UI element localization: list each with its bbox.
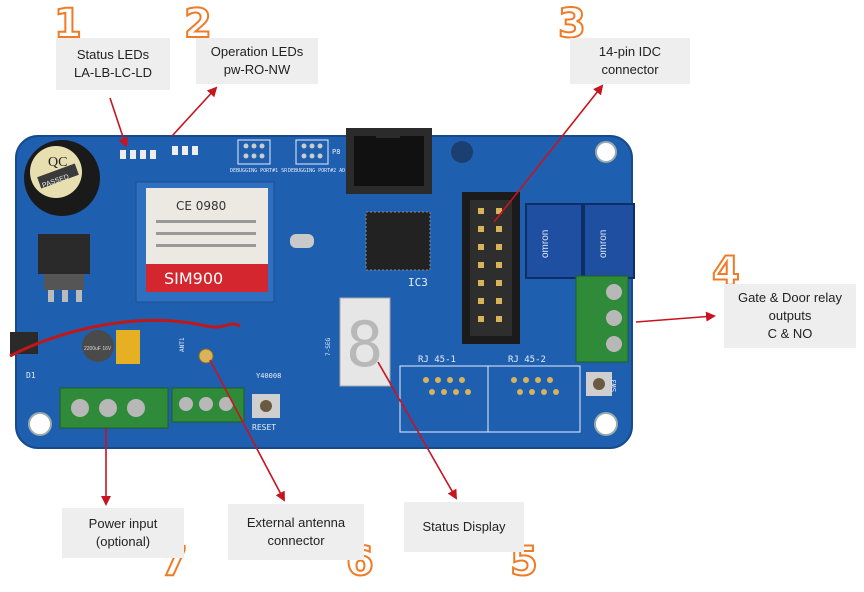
seven-segment-display: 8 7-SEG [325,297,391,387]
arrow-2 [171,86,218,137]
callout-7-line-1: Power input [88,516,158,531]
debug-headers: DEBUGGING PORT#1 SR DEBUGGING PORT#2 AD … [230,139,345,174]
tact-switches: RESET SW3 [252,372,618,432]
cap-label: 2200uF 16V [84,346,112,352]
relay-brand-1: omron [540,230,551,258]
status-leds [120,150,156,159]
display-digit: 8 [346,308,383,381]
reset-label: RESET [252,423,276,432]
display-label: 7-SEG [325,338,332,356]
callout-idc-connector: 14-pin IDC connector [570,38,690,84]
callout-1-line-1: Status LEDs [76,47,150,62]
d1-label: D1 [26,371,36,380]
operation-leds [172,146,198,155]
rj45-2-label: RJ 45-2 [508,355,546,365]
voltage-regulator [38,234,90,302]
crystal-silk: Y40008 [256,372,281,380]
debug-port-2-label: DEBUGGING PORT#2 AD [288,168,345,174]
debug-port-1-label: DEBUGGING PORT#1 SR [230,168,288,174]
callout-2-line-1: Operation LEDs [210,44,304,59]
callout-3-line-1: 14-pin IDC [598,44,662,59]
callout-status-display: Status Display [404,502,524,552]
rj45-1-label: RJ 45-1 [418,355,456,365]
sim900-label: SIM900 [164,269,223,288]
arrow-3 [493,84,604,223]
relays: omron omron [525,203,635,279]
ic3-label: IC3 [408,276,428,289]
callout-relay-outputs: Gate & Door relay outputs C & NO [724,284,856,348]
sw3-label: SW3 [610,379,618,392]
p8-label: P8 [332,148,340,156]
rj45-pads: RJ 45-1 RJ 45-2 [399,355,581,433]
antenna-label: ANT1 [179,337,186,352]
callout-4-line-2: outputs [768,308,812,323]
arrow-6 [209,359,285,502]
microcontroller-ic3: IC3 [365,211,431,289]
arrow-1 [109,97,129,148]
qc-sticker-label: QC [48,155,67,170]
capacitors: 2200uF 16V [82,330,140,364]
arrow-5 [377,361,457,500]
callout-7-line-2: (optional) [95,534,151,549]
callout-power-input: Power input (optional) [62,508,184,558]
relay-terminal-block [575,275,629,363]
antenna-cable [9,318,241,358]
callout-arrows [101,84,716,506]
callout-operation-leds: Operation LEDs pw-RO-NW [196,38,318,84]
callout-4-line-1: Gate & Door relay [737,290,843,305]
callout-status-leds: Status LEDs LA-LB-LC-LD [56,38,170,90]
relay-brand-2: omron [598,230,609,258]
idc-connector-14pin [462,192,520,344]
crystal [290,234,314,248]
module-ce-label: CE 0980 [176,199,226,213]
sim900-module: SIM900 CE 0980 [135,181,275,303]
crystal-label: Y40008 [256,372,281,380]
power-terminal-block [59,387,169,429]
callout-6-line-2: connector [267,533,325,548]
callout-1-line-2: LA-LB-LC-LD [73,65,153,80]
aux-terminal-block [171,387,245,423]
callout-4-line-3: C & NO [767,326,813,341]
callout-2-line-2: pw-RO-NW [223,62,291,77]
box-header-top [346,128,432,194]
diode-d1: D1 [10,332,38,380]
callout-3-line-2: connector [601,62,659,77]
arrow-4 [635,311,716,323]
callout-antenna-connector: External antenna connector [228,504,364,560]
qc-sticker: QC PASSED [24,140,100,216]
antenna-connector: ANT1 [179,337,214,364]
callout-6-line-1: External antenna [246,515,346,530]
callout-5-line-1: Status Display [422,519,506,534]
